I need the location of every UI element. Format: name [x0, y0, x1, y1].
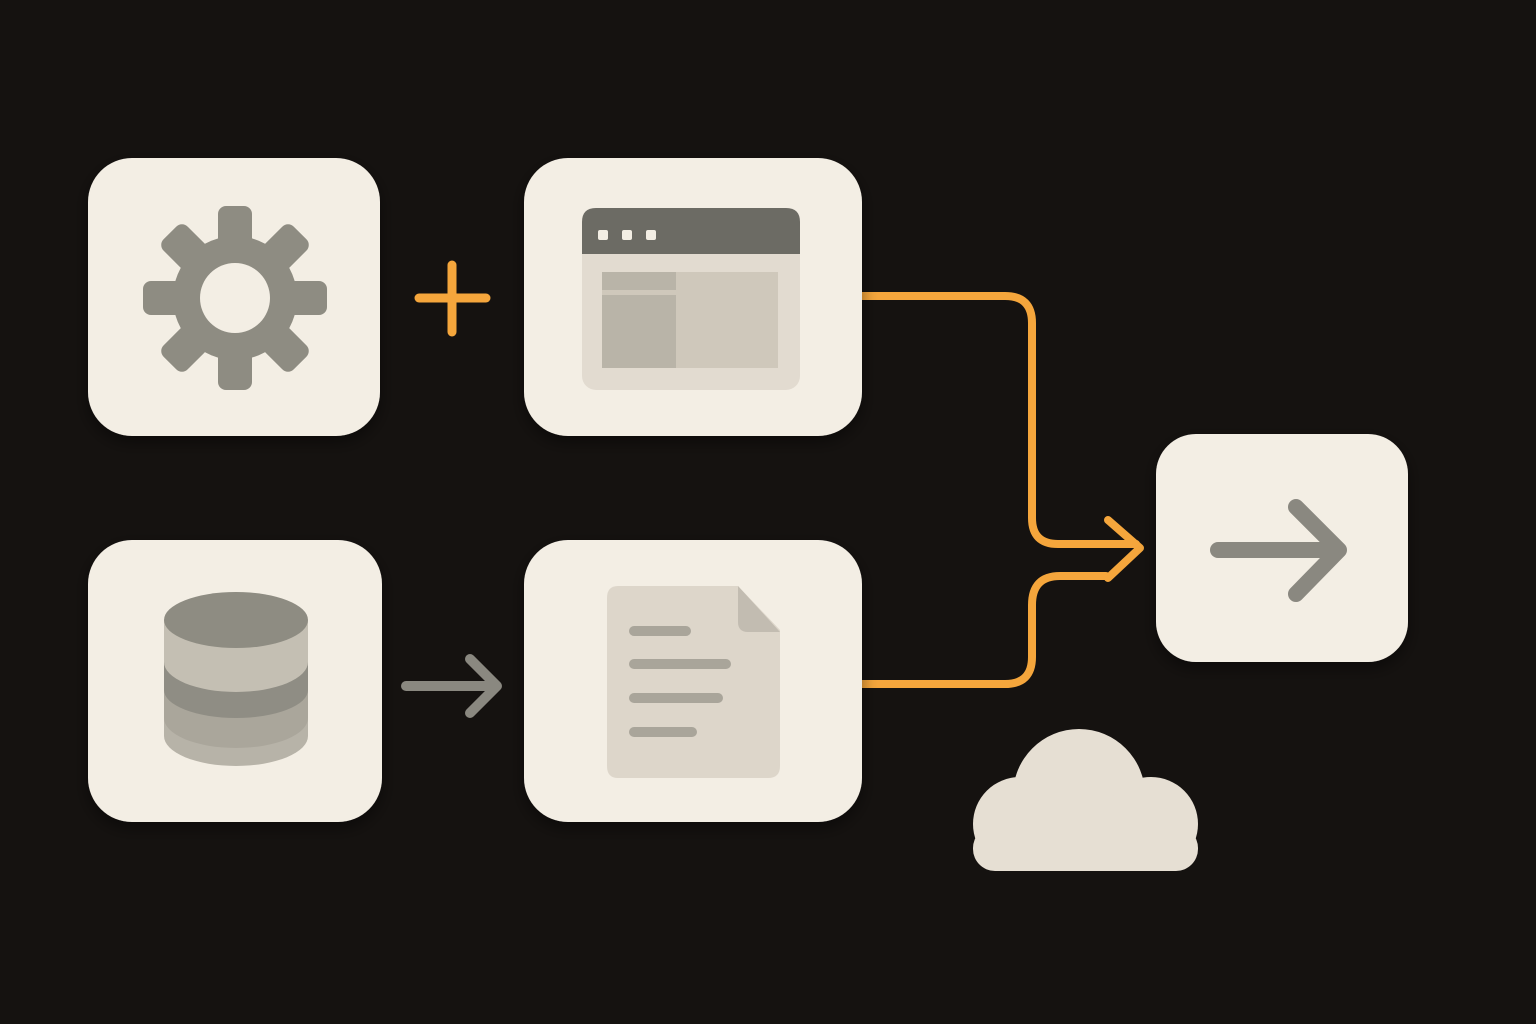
node-browser[interactable] — [524, 158, 862, 436]
node-database[interactable] — [88, 540, 382, 822]
browser-window-icon — [582, 208, 800, 390]
connector-database-to-document — [401, 654, 502, 718]
node-output[interactable] — [1156, 434, 1408, 662]
cloud-icon — [973, 729, 1198, 871]
merge-arrowhead — [1104, 516, 1144, 582]
node-document[interactable] — [524, 540, 862, 822]
connector-document-to-output — [858, 572, 1110, 688]
gear-icon — [143, 206, 327, 390]
elbow-line-bottom — [858, 572, 1110, 688]
connector-browser-to-output — [858, 292, 1140, 548]
connector-gear-to-browser — [414, 260, 491, 337]
arrow-right-icon — [401, 654, 502, 718]
database-icon — [164, 592, 308, 766]
document-icon — [607, 586, 780, 778]
node-gear[interactable] — [88, 158, 380, 436]
arrow-right-icon — [1210, 499, 1347, 602]
plus-icon — [414, 260, 491, 337]
elbow-line-top — [858, 292, 1140, 548]
